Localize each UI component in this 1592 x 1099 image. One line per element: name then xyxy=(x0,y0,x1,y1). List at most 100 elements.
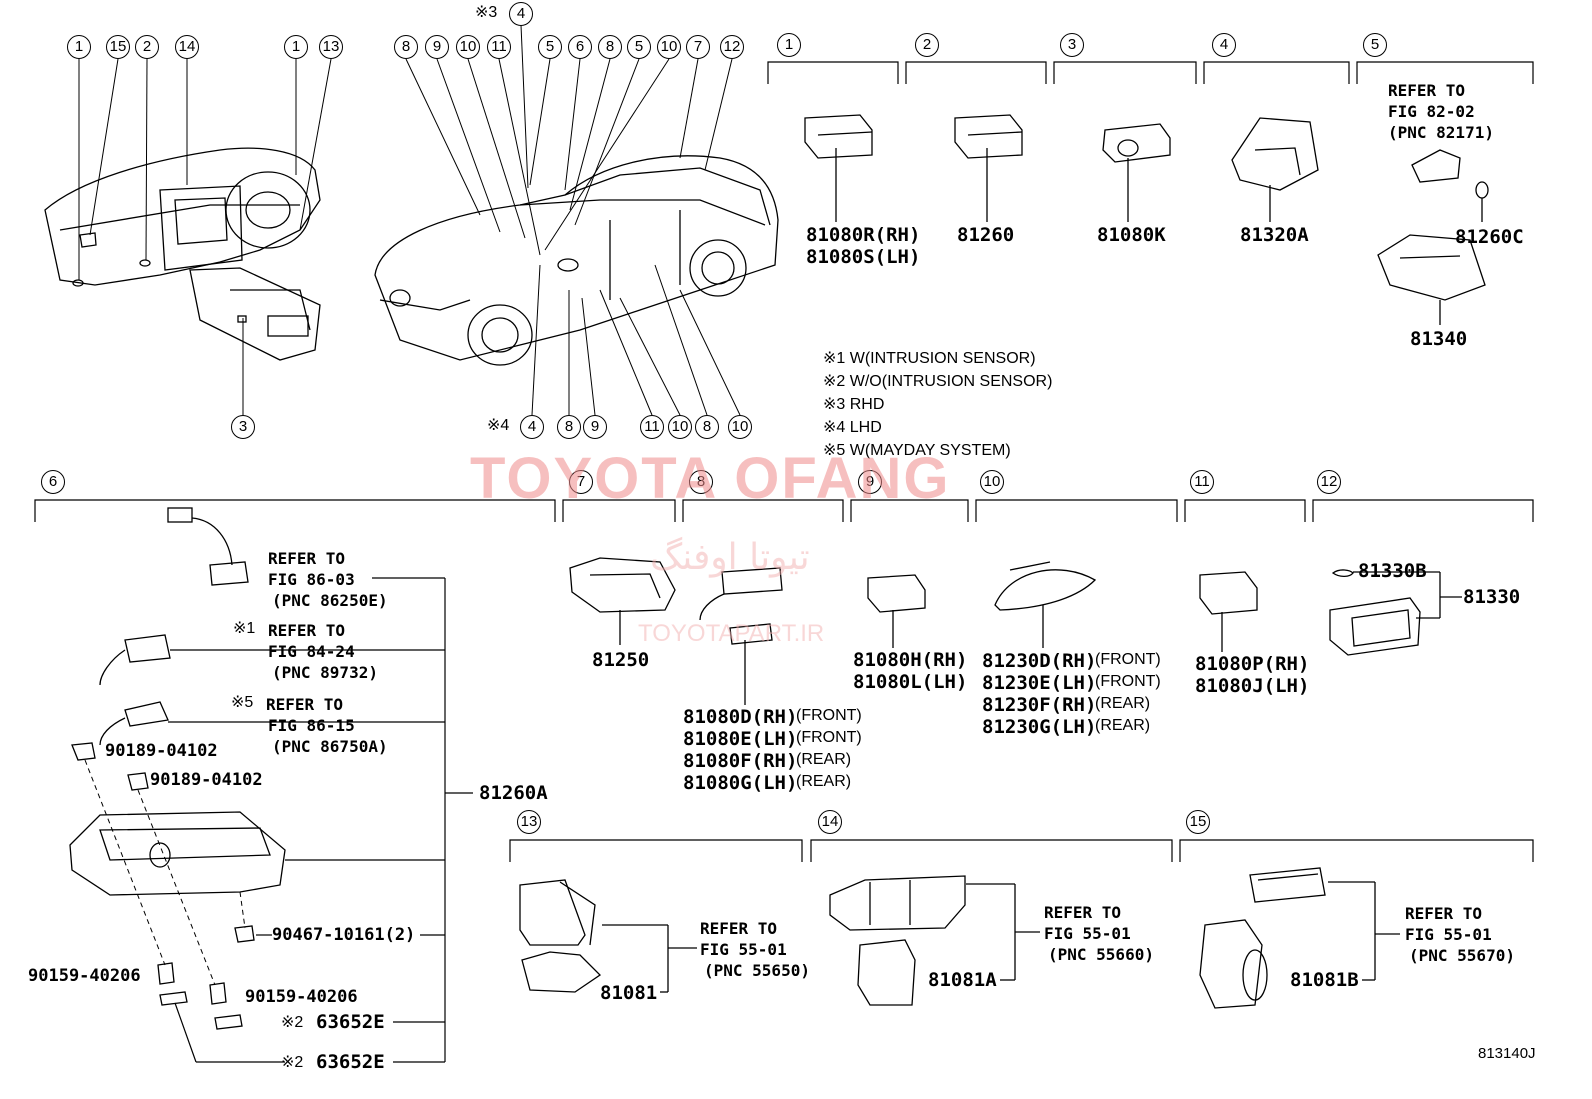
group-10-num: 10 xyxy=(980,470,1004,494)
callout-car-t7: 5 xyxy=(627,35,651,59)
car-illustration xyxy=(374,155,779,366)
dashboard-leaders xyxy=(78,58,332,415)
g15-ref-l3: (PNC 55670) xyxy=(1409,946,1515,965)
callout-car-t3: 11 xyxy=(487,35,511,59)
part-81330: 81330 xyxy=(1463,586,1521,608)
note-mark-4: ※4 xyxy=(487,417,510,434)
g6-ref1-l1: REFER TO xyxy=(268,549,346,568)
group-15-num: 15 xyxy=(1186,810,1210,834)
part-90189-b: 90189-04102 xyxy=(150,770,263,790)
g6-ref3-l2: FIG 86-15 xyxy=(268,716,355,735)
callout-car-t2: 10 xyxy=(456,35,480,59)
callout-car-b0: 4 xyxy=(520,415,544,439)
g6-ref1-l2: FIG 86-03 xyxy=(268,570,355,589)
group-7-num: 7 xyxy=(569,470,593,494)
group-8-num: 8 xyxy=(689,470,713,494)
g14-ref-l1: REFER TO xyxy=(1044,903,1122,922)
group-4-num: 4 xyxy=(1212,33,1236,57)
callout-car-b4: 10 xyxy=(668,415,692,439)
callout-car-t1: 9 xyxy=(425,35,449,59)
part-81080p: 81080P(RH) xyxy=(1195,653,1310,675)
note-5: ※5 W(MAYDAY SYSTEM) xyxy=(823,442,1011,459)
g6-lens-b-mark: ※2 xyxy=(281,1054,304,1071)
part-90159-b: 90159-40206 xyxy=(245,987,358,1007)
part-81080k: 81080K xyxy=(1097,224,1166,246)
callout-1b: 1 xyxy=(284,35,308,59)
group-13-num: 13 xyxy=(517,810,541,834)
callout-15: 15 xyxy=(106,35,130,59)
group-11-num: 11 xyxy=(1190,470,1214,494)
part-81081b: 81081B xyxy=(1290,969,1359,991)
callout-3: 3 xyxy=(231,415,255,439)
callout-car-t6: 8 xyxy=(598,35,622,59)
g6-ref2-l2: FIG 84-24 xyxy=(268,642,355,661)
part-90189-a: 90189-04102 xyxy=(105,741,218,761)
g14-ref-l3: (PNC 55660) xyxy=(1048,945,1154,964)
part-81230d-loc: (FRONT) xyxy=(1095,651,1161,668)
watermark-main: TOYOTA OFANG xyxy=(470,446,951,511)
part-81080g: 81080G(LH) xyxy=(683,772,798,794)
part-81230f: 81230F(RH) xyxy=(982,694,1097,716)
part-81250: 81250 xyxy=(592,649,650,671)
bottom-row-parts xyxy=(519,867,1400,1009)
callout-car-t4: 5 xyxy=(538,35,562,59)
part-90159-a: 90159-40206 xyxy=(28,966,141,986)
g15-ref-l1: REFER TO xyxy=(1405,904,1483,923)
part-81320a: 81320A xyxy=(1240,224,1309,246)
callout-car-t9: 7 xyxy=(686,35,710,59)
part-81230e-loc: (FRONT) xyxy=(1095,673,1161,690)
part-81080f-loc: (REAR) xyxy=(796,751,852,768)
refer-g5-2: FIG 82-02 xyxy=(1388,102,1475,121)
part-81230f-loc: (REAR) xyxy=(1095,695,1151,712)
part-81080d: 81080D(RH) xyxy=(683,706,798,728)
part-81080e-loc: (FRONT) xyxy=(796,729,862,746)
callout-car-t5: 6 xyxy=(568,35,592,59)
note-2: ※2 W/O(INTRUSION SENSOR) xyxy=(823,373,1053,390)
g6-ref3-l3: (PNC 86750A) xyxy=(272,737,388,756)
part-81081: 81081 xyxy=(600,982,658,1004)
part-63652e-b: 63652E xyxy=(316,1051,385,1073)
top-row-parts xyxy=(804,114,1489,325)
group-2-num: 2 xyxy=(915,33,939,57)
g6-ref3-l1: REFER TO xyxy=(266,695,344,714)
g6-lens-a-mark: ※2 xyxy=(281,1014,304,1031)
part-81081a: 81081A xyxy=(928,969,997,991)
group-14-num: 14 xyxy=(818,810,842,834)
part-81330b: 81330B xyxy=(1358,560,1427,582)
part-81260a: 81260A xyxy=(479,782,548,804)
part-81080h: 81080H(RH) xyxy=(853,649,968,671)
part-81230g-loc: (REAR) xyxy=(1095,717,1151,734)
g13-ref-l2: FIG 55-01 xyxy=(700,940,787,959)
part-81080g-loc: (REAR) xyxy=(796,773,852,790)
group-brackets-mid xyxy=(34,499,1534,522)
callout-car-b3: 11 xyxy=(640,415,664,439)
g6-ref2-mark: ※1 xyxy=(233,620,256,637)
refer-g5-1: REFER TO xyxy=(1388,81,1466,100)
part-81080e: 81080E(LH) xyxy=(683,728,798,750)
g13-ref-l1: REFER TO xyxy=(700,919,778,938)
g6-ref1-l3: (PNC 86250E) xyxy=(272,591,388,610)
callout-car-4-top: 4 xyxy=(509,2,533,26)
g14-ref-l2: FIG 55-01 xyxy=(1044,924,1131,943)
callout-car-b6: 10 xyxy=(728,415,752,439)
g6-ref2-l3: (PNC 89732) xyxy=(272,663,378,682)
callout-13: 13 xyxy=(319,35,343,59)
part-81080l: 81080L(LH) xyxy=(853,671,968,693)
callout-car-t0: 8 xyxy=(394,35,418,59)
part-81080s: 81080S(LH) xyxy=(806,246,921,268)
refer-g5-3: (PNC 82171) xyxy=(1388,123,1494,142)
watermark-farsi: تیوتا اوفنگ xyxy=(650,537,810,578)
mid-row-parts xyxy=(569,557,1462,705)
group-6-num: 6 xyxy=(41,470,65,494)
callout-car-b1: 8 xyxy=(557,415,581,439)
callout-car-b5: 8 xyxy=(695,415,719,439)
g6-ref3-mark: ※5 xyxy=(231,694,254,711)
part-81080d-loc: (FRONT) xyxy=(796,707,862,724)
part-81260c: 81260C xyxy=(1455,226,1524,248)
group-12-num: 12 xyxy=(1317,470,1341,494)
group-1-num: 1 xyxy=(777,33,801,57)
group6-leaders xyxy=(168,577,473,1063)
car-leaders xyxy=(405,24,741,416)
watermark-site: TOYOTAPART.IR xyxy=(638,620,825,647)
group-brackets-bottom xyxy=(509,839,1534,862)
